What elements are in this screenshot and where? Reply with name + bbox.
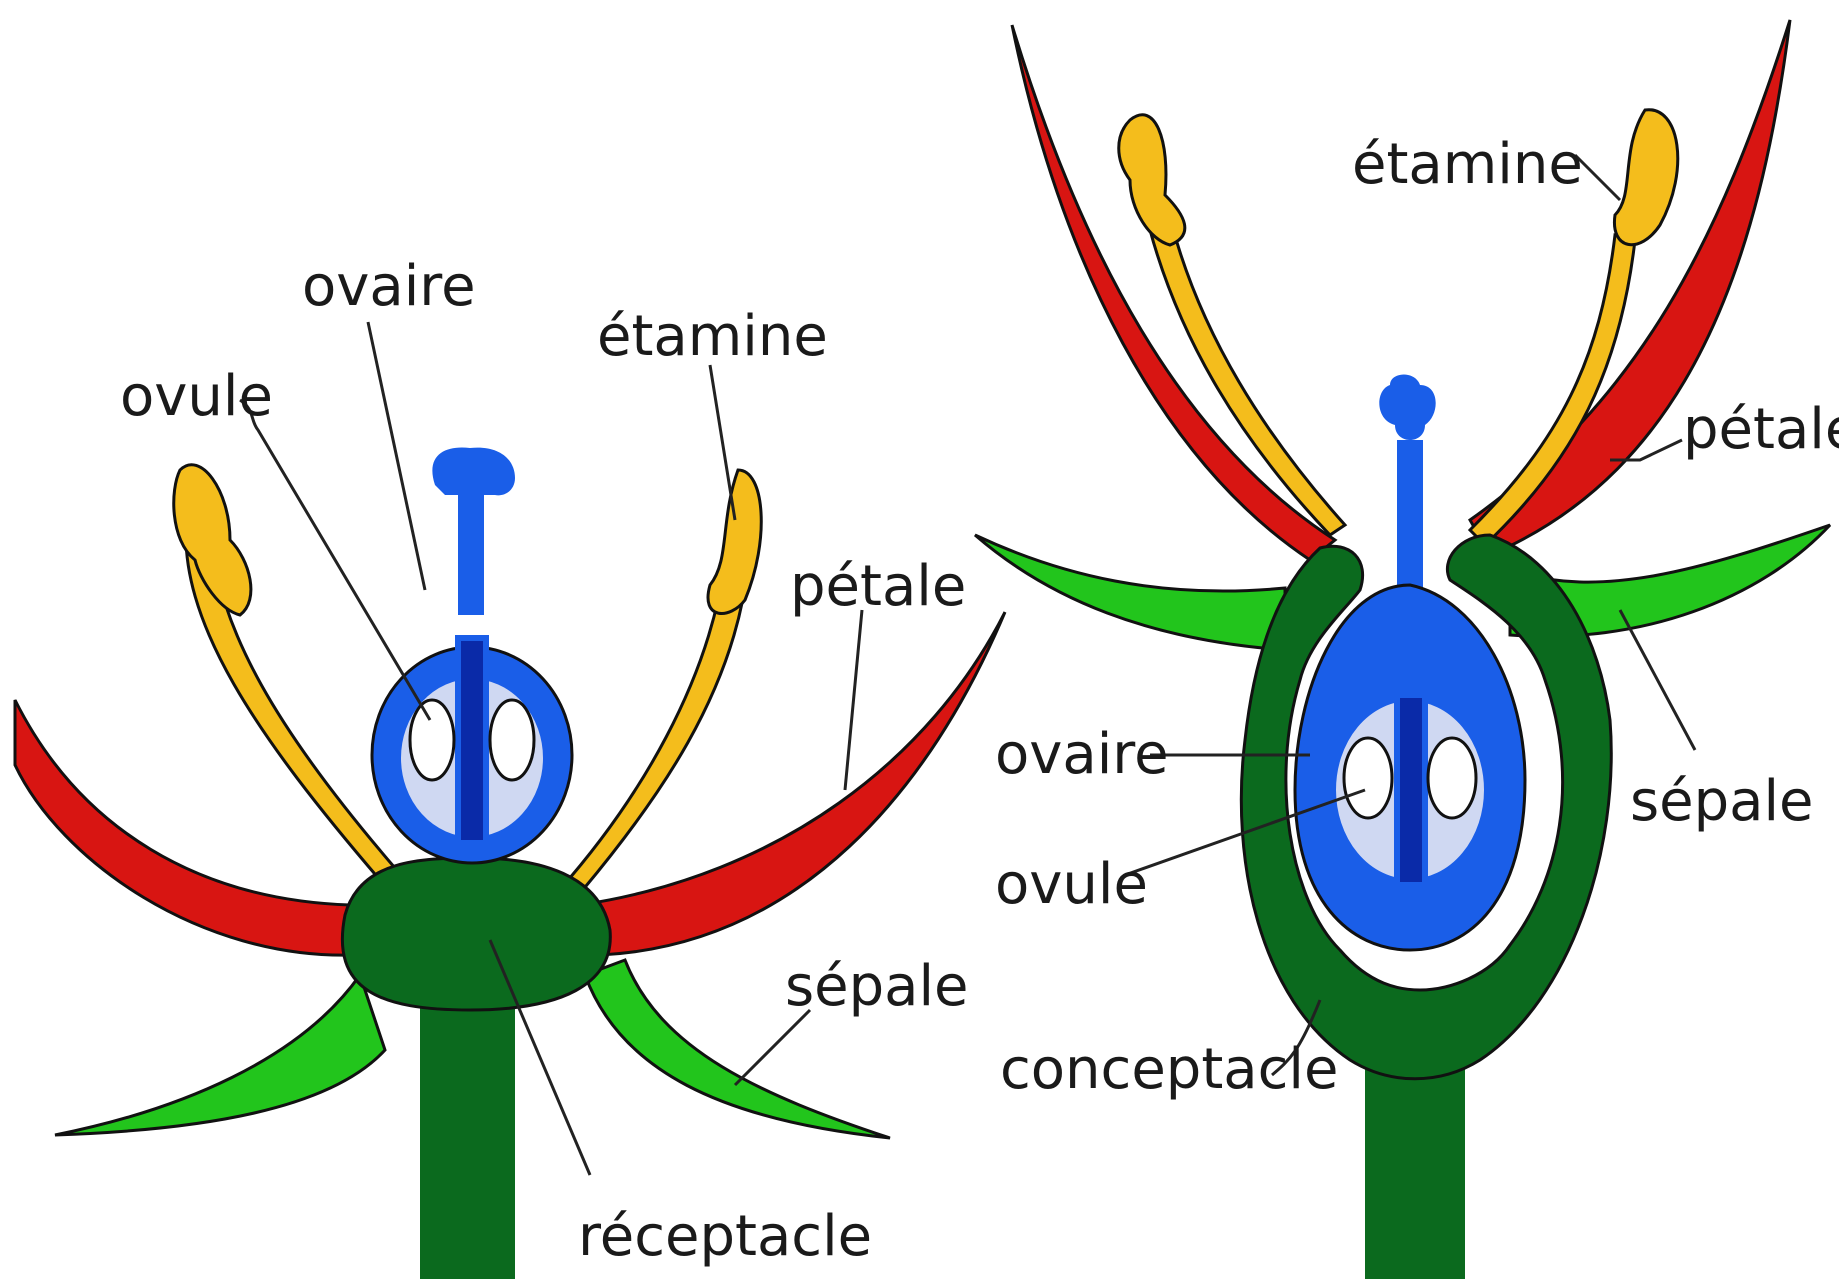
left-stamen-right-anther (708, 470, 761, 614)
left-ovule-1 (410, 700, 454, 780)
left-leader-etamine (710, 365, 735, 520)
right-label-sepale: sépale (1630, 769, 1814, 834)
left-label-etamine: étamine (597, 304, 828, 369)
left-leader-ovaire (368, 322, 425, 590)
left-sepal-left (55, 975, 385, 1135)
right-leader-sepale (1620, 610, 1695, 750)
left-label-sepale: sépale (785, 954, 969, 1019)
right-stamen-left-anther (1119, 115, 1185, 245)
right-sepal-left (975, 535, 1285, 650)
left-ovule-2 (490, 700, 534, 780)
right-style (1397, 440, 1423, 600)
right-label-etamine: étamine (1352, 132, 1583, 197)
right-label-ovaire: ovaire (995, 722, 1169, 787)
left-stalk (420, 985, 515, 1279)
right-ovule-1 (1344, 738, 1392, 818)
left-placenta (458, 638, 486, 843)
left-flower: ovaire ovule étamine pétale sépale récep… (15, 254, 1005, 1279)
left-leader-ovule (240, 400, 430, 720)
left-stigma (432, 447, 515, 495)
right-placenta (1397, 695, 1425, 885)
left-stamen-left-anther (174, 465, 251, 615)
left-leader-sepale (735, 1010, 810, 1085)
right-flower: étamine pétale sépale ovaire ovule conce… (975, 20, 1839, 1279)
right-stalk (1365, 1060, 1465, 1279)
left-label-petale: pétale (790, 554, 966, 619)
right-label-conceptacle: conceptacle (1000, 1037, 1338, 1102)
left-receptacle (342, 858, 610, 1010)
right-stigma (1379, 374, 1435, 440)
left-label-ovaire: ovaire (302, 254, 476, 319)
left-petal-left (15, 700, 355, 955)
right-ovule-2 (1428, 738, 1476, 818)
left-label-receptacle: réceptacle (578, 1204, 872, 1269)
right-stamen-right-anther (1614, 110, 1677, 245)
left-leader-petale (845, 610, 862, 790)
right-label-ovule: ovule (995, 852, 1148, 917)
right-label-petale: pétale (1683, 397, 1839, 462)
left-style (458, 480, 484, 615)
left-label-ovule: ovule (120, 364, 273, 429)
